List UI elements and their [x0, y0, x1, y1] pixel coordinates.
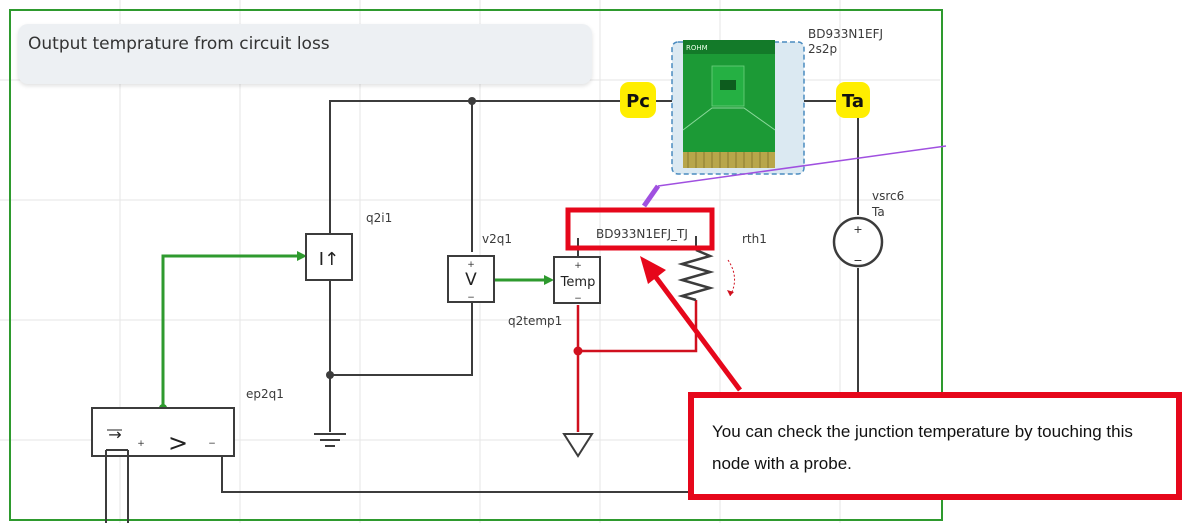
label-q2i1: q2i1 — [366, 211, 392, 225]
label-tj-node[interactable]: BD933N1EFJ_TJ — [596, 227, 688, 241]
callout-arrow-icon — [640, 256, 743, 392]
signal-arrow-icon — [544, 275, 554, 285]
port-ta[interactable]: Ta — [836, 82, 870, 118]
callout-box: You can check the junction temperature b… — [688, 392, 1182, 500]
label-v2q1: v2q1 — [482, 232, 512, 246]
tj-node-wires — [576, 300, 698, 432]
callout-text: You can check the junction temperature b… — [712, 422, 1133, 473]
port-pc[interactable]: Pc — [620, 82, 656, 118]
temp-minus: − — [574, 294, 582, 304]
temp-block-q2temp1[interactable]: Temp + − — [553, 238, 601, 304]
voltmeter-plus: + — [467, 260, 475, 270]
component-name: BD933N1EFJ — [808, 27, 883, 41]
label-ep2q1: ep2q1 — [246, 387, 284, 401]
signal-wires — [161, 254, 546, 408]
comparator-ep2q1[interactable]: → + > − — [91, 407, 235, 457]
voltmeter-symbol: V — [465, 270, 477, 290]
comparator-minus: − — [208, 439, 216, 449]
label-rth1: rth1 — [742, 232, 767, 246]
ground-icon — [314, 433, 346, 447]
vsrc-plus: + — [853, 223, 862, 236]
label-vsrc6: vsrc6 — [872, 189, 904, 203]
current-source-q2i1[interactable]: I↑ — [305, 233, 353, 281]
voltage-source-vsrc6[interactable]: + − — [832, 216, 884, 268]
signal-arrow-icon — [297, 251, 307, 261]
port-ta-label: Ta — [842, 91, 864, 112]
title-panel: Output temprature from circuit loss — [18, 24, 592, 84]
label-q2temp1: q2temp1 — [508, 314, 562, 328]
comparator-lead — [105, 449, 129, 523]
temp-plus: + — [574, 261, 582, 271]
voltmeter-v2q1[interactable]: V + − — [447, 255, 495, 303]
probe-line — [641, 145, 947, 208]
tj-node-dot[interactable] — [573, 346, 583, 356]
label-vsrc6-sub: Ta — [871, 205, 885, 219]
comparator-symbol: > — [168, 429, 188, 457]
port-pc-label: Pc — [626, 91, 650, 112]
circuit-wires — [221, 100, 859, 493]
junction-dots — [326, 97, 476, 379]
voltmeter-minus: − — [467, 293, 475, 303]
tj-highlight-box — [565, 207, 715, 251]
page-title: Output temprature from circuit loss — [28, 34, 330, 54]
comparator-arrow: → — [108, 425, 121, 444]
current-source-symbol: I↑ — [319, 249, 339, 270]
vsrc-minus: − — [853, 254, 862, 267]
red-ground-icon — [562, 433, 594, 458]
resistor-rth1[interactable] — [677, 248, 735, 302]
schematic-frame — [9, 9, 943, 521]
pcb-logo: ROHM — [686, 44, 708, 52]
temp-block-label: Temp — [560, 275, 596, 290]
comparator-plus: + — [137, 439, 145, 449]
component-variant: 2s2p — [808, 42, 837, 56]
pcb-component[interactable]: ROHM — [671, 40, 805, 175]
